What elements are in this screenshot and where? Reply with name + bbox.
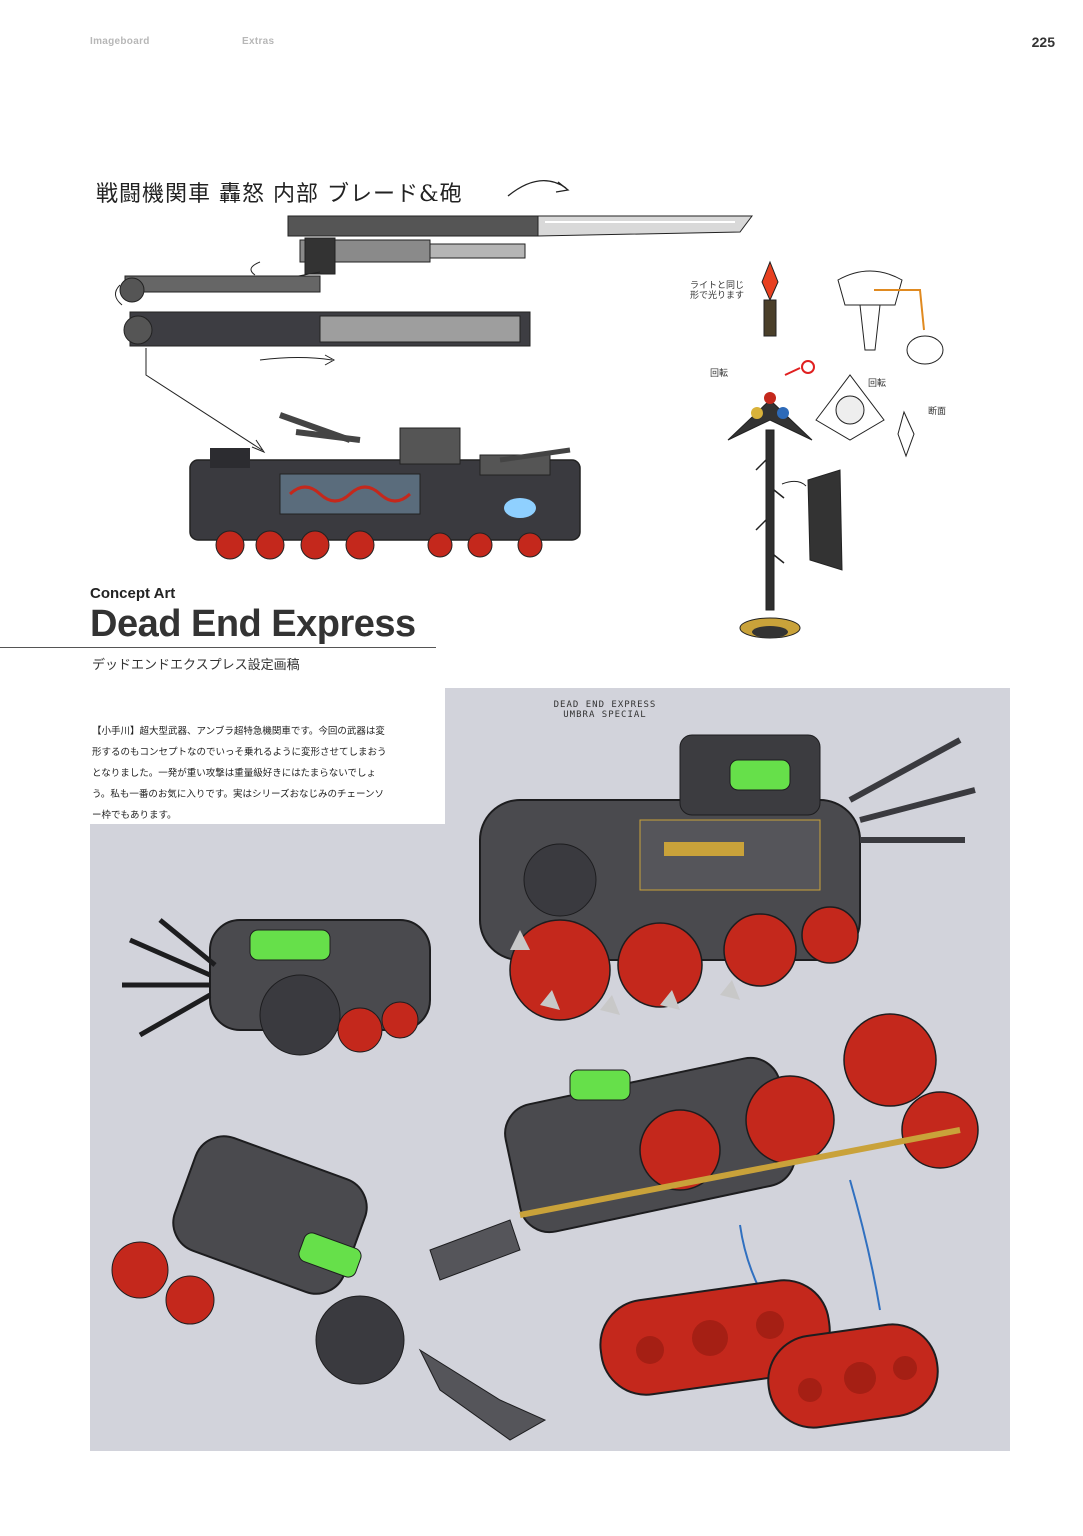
cipher-line-2: UMBRA SPECIAL bbox=[563, 710, 647, 720]
train-art-large bbox=[479, 734, 976, 1021]
blade-sketch bbox=[287, 215, 753, 237]
piston-sketch bbox=[115, 237, 526, 306]
chainsaw-art-lower-left bbox=[111, 1135, 547, 1441]
handwritten-title: 戦闘機関車 轟怒 内部 ブレード&砲 bbox=[96, 182, 463, 207]
note-line-1: ライトと同じ bbox=[690, 281, 745, 291]
commentary-text: 【小手川】超大型武器、アンブラ超特急機関車です。今回の武器は変形するのもコンセプ… bbox=[92, 726, 387, 821]
commentary-box bbox=[90, 688, 445, 824]
note-same-as-light: ライトと同じ 形で光ります bbox=[690, 281, 745, 302]
header-section: Imageboard bbox=[90, 36, 150, 47]
note-rotate-1: 回転 bbox=[710, 369, 729, 379]
tread-parts-art bbox=[599, 1279, 939, 1429]
page-title: Dead End Express bbox=[90, 603, 416, 645]
train-sketch bbox=[189, 412, 581, 560]
train-art-small bbox=[122, 918, 431, 1056]
title-caption: デッドエンドエクスプレス設定画稿 bbox=[92, 657, 300, 672]
concept-art-label: Concept Art bbox=[90, 585, 176, 602]
title-divider bbox=[0, 647, 436, 648]
header-category: Extras bbox=[242, 36, 275, 47]
chainsaw-art-lower-right bbox=[429, 1013, 979, 1311]
barrel-sketch bbox=[123, 311, 531, 454]
note-cross-section: 断面 bbox=[928, 407, 947, 417]
staff-sketch bbox=[727, 260, 944, 639]
cipher-text: DEAD END EXPRESS UMBRA SPECIAL bbox=[530, 700, 680, 720]
page-number: 225 bbox=[1031, 34, 1055, 50]
title-block: Concept Art Dead End Express bbox=[90, 585, 416, 646]
note-line-2: 形で光ります bbox=[690, 290, 745, 301]
cipher-line-1: DEAD END EXPRESS bbox=[553, 700, 657, 710]
note-rotate-2: 回転 bbox=[868, 379, 887, 389]
